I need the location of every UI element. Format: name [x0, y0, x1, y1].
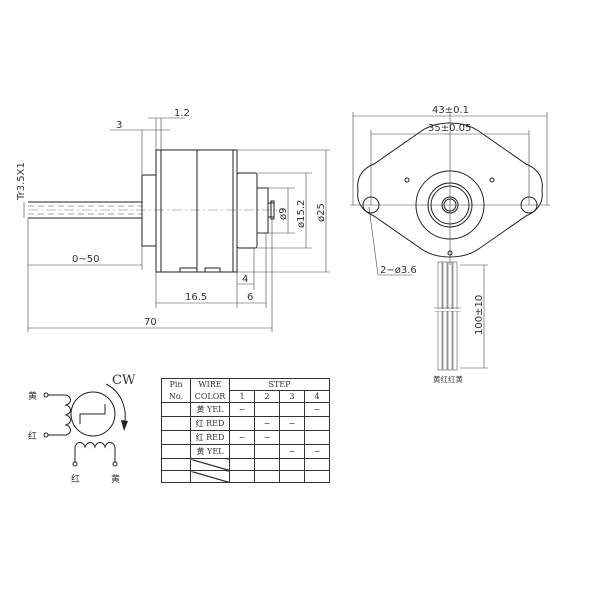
step-4-header: 4	[304, 390, 330, 403]
coil-b-right-label: 黄	[111, 473, 120, 485]
step-cell	[254, 444, 280, 459]
step-cell: −	[279, 444, 305, 459]
step-cell	[279, 402, 305, 417]
step-cell: −	[304, 402, 330, 417]
step-cell: −	[304, 444, 330, 459]
motor-schematic: 黄 红 红 黄 CW	[28, 373, 136, 485]
pin-cell	[161, 458, 191, 471]
wire-cell: 黄 YEL	[190, 444, 230, 459]
header-pin-2: No.	[161, 390, 191, 403]
step-cell	[254, 458, 280, 471]
dim-16-5: 16.5	[185, 292, 207, 303]
header-wire-2: COLOR	[190, 390, 230, 403]
step-cell	[229, 458, 255, 471]
header-wire: WIRE	[190, 378, 230, 391]
dim-phi9: ø9	[278, 208, 289, 220]
step-cell	[279, 458, 305, 471]
table-row	[161, 458, 330, 471]
table-row	[161, 470, 330, 483]
pin-cell	[161, 402, 191, 417]
wire-cell: 红 RED	[190, 416, 230, 431]
dim-1-2: 1.2	[174, 108, 190, 119]
coil-b-left-label: 红	[71, 473, 80, 485]
table-row: 红 RED − −	[161, 416, 330, 431]
step-1-header: 1	[229, 390, 255, 403]
dim-4: 4	[242, 274, 248, 285]
wire-cell: 红 RED	[190, 430, 230, 445]
header-pin: Pin	[161, 378, 191, 391]
step-cell: −	[279, 416, 305, 431]
dim-0-50: 0~50	[72, 254, 99, 265]
thread-label: Tr3.5X1	[16, 162, 27, 201]
dim-hole-spacing: 35±0.05	[428, 123, 471, 134]
step-cell: −	[229, 402, 255, 417]
pin-cell	[161, 470, 191, 483]
table-row: 红 RED − −	[161, 430, 330, 445]
pin-cell	[161, 444, 191, 459]
step-cell	[229, 470, 255, 483]
lead-wires	[434, 261, 461, 371]
wire-cell-slashed	[190, 458, 230, 471]
dim-3: 3	[116, 120, 122, 131]
dim-70: 70	[144, 317, 157, 328]
step-cell	[229, 416, 255, 431]
table-row: 黄 YEL − −	[161, 444, 330, 459]
step-cell	[304, 430, 330, 445]
dim-lead-length: 100±10	[474, 295, 485, 335]
step-cell	[279, 430, 305, 445]
step-cell: −	[254, 416, 280, 431]
table-row: 黄 YEL − −	[161, 402, 330, 417]
step-3-header: 3	[279, 390, 305, 403]
wire-cell: 黄 YEL	[190, 402, 230, 417]
step-cell	[254, 402, 280, 417]
pin-cell	[161, 416, 191, 431]
header-step: STEP	[229, 378, 330, 391]
front-view: 43±0.1 35±0.05 2−ø3.6 100±10 黄红红黄	[350, 105, 550, 384]
step-2-header: 2	[254, 390, 280, 403]
dim-overall-width: 43±0.1	[432, 105, 469, 116]
coil-a-bottom-label: 红	[28, 430, 37, 442]
direction-label: CW	[112, 373, 136, 388]
dim-mount-holes: 2−ø3.6	[380, 265, 417, 276]
dim-phi25: ø25	[316, 203, 327, 222]
step-cell: −	[229, 430, 255, 445]
wire-cell-slashed	[190, 470, 230, 483]
step-cell	[304, 458, 330, 471]
step-cell	[254, 470, 280, 483]
pin-cell	[161, 430, 191, 445]
step-table: Pin WIRE STEP No. COLOR 1 2 3 4 黄 YEL − …	[161, 378, 330, 483]
step-cell: −	[254, 430, 280, 445]
dim-phi15-2: ø15.2	[296, 200, 307, 228]
step-cell	[229, 444, 255, 459]
side-view: 3 1.2 Tr3.5X1 ø9 ø15.2 ø25 0~50 16.5 4 6	[16, 108, 330, 332]
coil-a-top-label: 黄	[28, 390, 37, 402]
step-cell	[279, 470, 305, 483]
dim-6: 6	[247, 292, 253, 303]
step-cell	[304, 470, 330, 483]
step-cell	[304, 416, 330, 431]
lead-colors-label: 黄红红黄	[433, 374, 463, 384]
